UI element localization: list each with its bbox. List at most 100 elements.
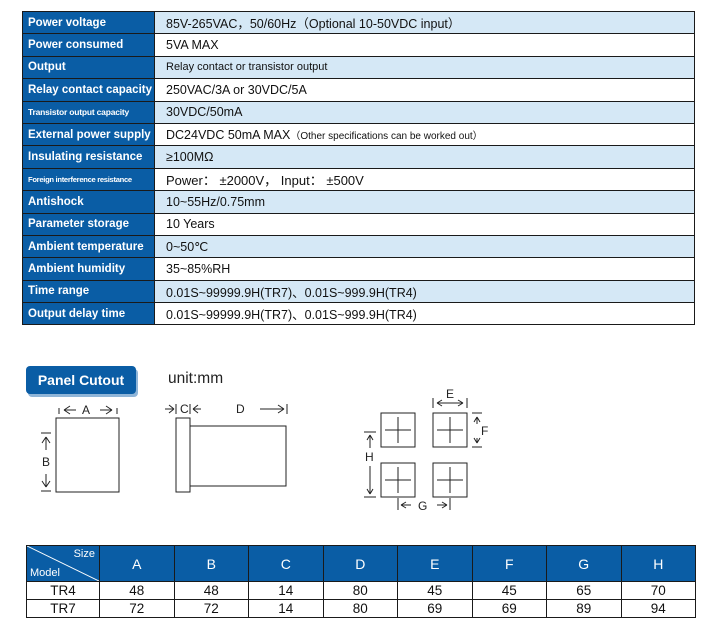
dimension-cell: 70 bbox=[620, 581, 696, 600]
spec-value-cell: 85V-265VAC，50/60Hz（Optional 10-50VDC inp… bbox=[154, 10, 695, 35]
spec-label: Parameter storage bbox=[22, 212, 155, 236]
column-header: B bbox=[173, 545, 249, 582]
cutout-bottom-left bbox=[380, 462, 416, 498]
spec-value-cell: DC24VDC 50mA MAX（Other specifications ca… bbox=[154, 122, 695, 147]
dimension-cell: 14 bbox=[248, 599, 324, 618]
dimension-cell: 48 bbox=[99, 581, 175, 600]
dimension-cell: 69 bbox=[471, 599, 547, 618]
dimension-cell: 45 bbox=[397, 581, 473, 600]
spec-value: Power： ±2000V， Input： ±500V bbox=[166, 172, 364, 188]
spec-row: Insulating resistance≥100MΩ bbox=[22, 145, 695, 169]
spec-value: 10 Years bbox=[166, 217, 215, 232]
spec-value-cell: Relay contact or transistor output bbox=[154, 55, 695, 80]
spec-value-cell: ≥100MΩ bbox=[154, 145, 695, 169]
spec-value: Relay contact or transistor output bbox=[166, 61, 328, 74]
spec-label: Antishock bbox=[22, 190, 155, 214]
column-header: H bbox=[620, 545, 696, 582]
dimension-cell: 48 bbox=[173, 581, 249, 600]
spec-row: Time range 0.01S~99999.9H(TR7)、0.01S~999.… bbox=[22, 279, 695, 304]
dimension-cell: 72 bbox=[99, 599, 175, 618]
spec-value: 35~85%RH bbox=[166, 261, 231, 276]
front-view-square bbox=[55, 417, 120, 493]
spec-value-cell: 35~85%RH bbox=[154, 257, 695, 281]
dimension-cell: 72 bbox=[173, 599, 249, 618]
spec-row: Antishock 10~55Hz/0.75mm bbox=[22, 190, 695, 214]
spec-value: 10~55Hz/0.75mm bbox=[166, 194, 266, 209]
side-view-body bbox=[189, 425, 287, 487]
spec-row: Power consumed 5VA MAX bbox=[22, 33, 695, 57]
dimension-cell: 14 bbox=[248, 581, 324, 600]
spec-value-cell: 10~55Hz/0.75mm bbox=[154, 190, 695, 214]
dim-label-c: C bbox=[180, 402, 189, 416]
spec-row: Ambient temperature 0~50℃ bbox=[22, 234, 695, 259]
corner-model-label: Model bbox=[30, 567, 60, 579]
spec-row: Foreign interference resistance Power： ±2… bbox=[22, 167, 695, 192]
dimension-cell: 80 bbox=[322, 581, 398, 600]
column-header: E bbox=[397, 545, 473, 582]
spec-label: Ambient temperature bbox=[22, 234, 155, 259]
dimension-cell: 69 bbox=[397, 599, 473, 618]
spec-label: Output delay time bbox=[22, 302, 155, 326]
table-corner-header: Size Model bbox=[26, 545, 100, 582]
spec-label: Time range bbox=[22, 279, 155, 304]
column-header: C bbox=[248, 545, 324, 582]
spec-value-cell: Power： ±2000V， Input： ±500V bbox=[154, 167, 695, 192]
corner-diagonal bbox=[27, 546, 99, 581]
spec-row: Parameter storage 10 Years bbox=[22, 212, 695, 236]
spec-label: Power consumed bbox=[22, 33, 155, 57]
spec-value-cell: 0.01S~99999.9H(TR7)、0.01S~999.9H(TR4) bbox=[154, 279, 695, 304]
column-header: D bbox=[322, 545, 398, 582]
dim-label-g: G bbox=[418, 499, 427, 513]
dim-label-h: H bbox=[365, 450, 374, 464]
panel-cutout-diagram: A B C D E F H G bbox=[41, 387, 488, 513]
spec-value: ≥100MΩ bbox=[166, 150, 214, 165]
dimension-cell: 94 bbox=[620, 599, 696, 618]
spec-value-cell: 0.01S~99999.9H(TR7)、0.01S~999.9H(TR4) bbox=[154, 302, 695, 326]
spec-row: Output Relay contact or transistor output bbox=[22, 55, 695, 80]
spec-value: 0~50℃ bbox=[166, 240, 209, 255]
dim-label-a: A bbox=[82, 403, 90, 417]
dim-label-f: F bbox=[481, 424, 488, 438]
spec-value: 30VDC/50mA bbox=[166, 105, 243, 120]
cutout-top-right bbox=[432, 412, 468, 448]
spec-label: Output bbox=[22, 55, 155, 80]
side-view-bezel bbox=[175, 417, 191, 493]
cutout-bottom-right bbox=[432, 462, 468, 498]
spec-label: Foreign interference resistance bbox=[22, 167, 155, 192]
spec-value-cell: 250VAC/3A or 30VDC/5A bbox=[154, 78, 695, 102]
spec-value: 0.01S~99999.9H(TR7)、0.01S~999.9H(TR4) bbox=[166, 308, 417, 323]
spec-row: Transistor output capacity 30VDC/50mA bbox=[22, 100, 695, 124]
model-cell: TR7 bbox=[26, 599, 100, 618]
spec-note: （Other specifications can be worked out） bbox=[290, 131, 483, 143]
spec-value-cell: 5VA MAX bbox=[154, 33, 695, 57]
spec-value: 0.01S~99999.9H(TR7)、0.01S~999.9H(TR4) bbox=[166, 285, 417, 300]
spec-value-cell: 10 Years bbox=[154, 212, 695, 236]
dimension-cell: 65 bbox=[546, 581, 622, 600]
spec-value: DC24VDC 50mA MAX bbox=[166, 128, 291, 143]
spec-row: Ambient humidity 35~85%RH bbox=[22, 257, 695, 281]
dim-label-b: B bbox=[42, 455, 50, 469]
dim-label-e: E bbox=[446, 387, 454, 401]
unit-label: unit:mm bbox=[168, 370, 224, 387]
model-cell: TR4 bbox=[26, 581, 100, 600]
dim-label-d: D bbox=[236, 402, 245, 416]
spec-value-cell: 0~50℃ bbox=[154, 234, 695, 259]
spec-label: Ambient humidity bbox=[22, 257, 155, 281]
spec-label: Power voltage bbox=[22, 10, 155, 35]
column-header: A bbox=[99, 545, 175, 582]
spec-value: 5VA MAX bbox=[166, 38, 219, 53]
cutout-top-left bbox=[380, 412, 416, 448]
panel-cutout-badge: Panel Cutout bbox=[26, 366, 136, 394]
corner-size-label: Size bbox=[73, 548, 95, 560]
column-header: F bbox=[471, 545, 547, 582]
spec-value: 250VAC/3A or 30VDC/5A bbox=[166, 82, 307, 97]
spec-row: Output delay time 0.01S~99999.9H(TR7)、0.0… bbox=[22, 302, 695, 326]
spec-label: Transistor output capacity bbox=[22, 100, 155, 124]
